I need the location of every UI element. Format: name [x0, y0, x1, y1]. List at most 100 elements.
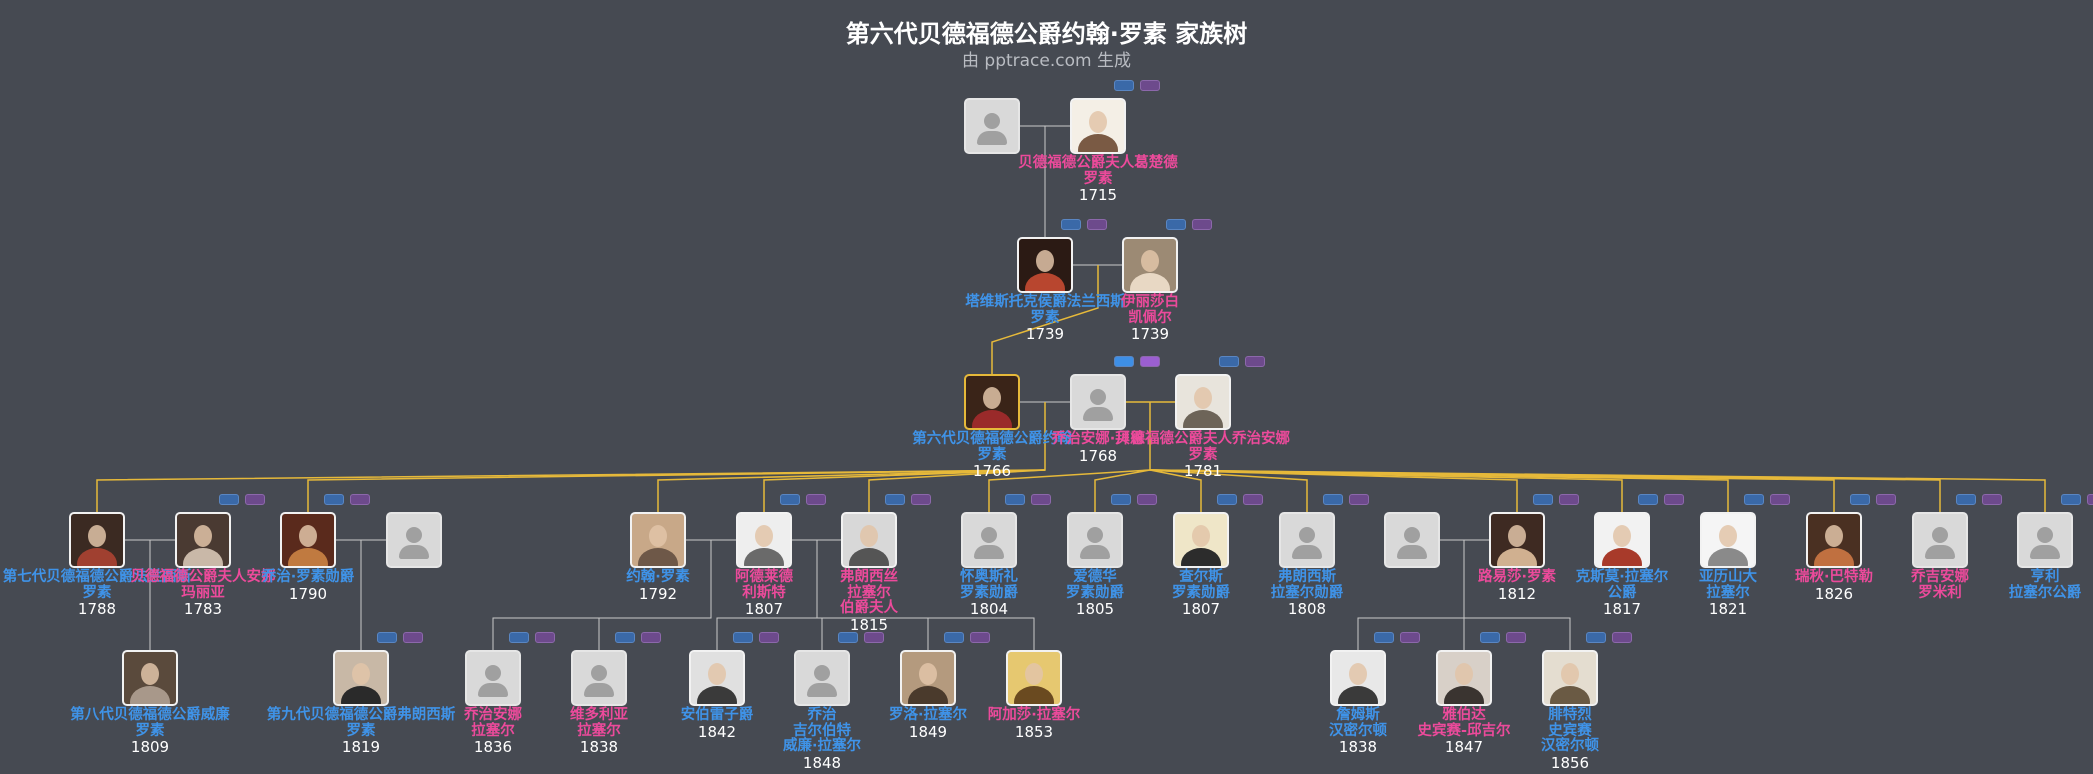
- blue-badge[interactable]: [1111, 494, 1131, 505]
- purple-badge[interactable]: [1140, 356, 1160, 367]
- purple-badge[interactable]: [1137, 494, 1157, 505]
- person-placeholder-icon[interactable]: [794, 650, 850, 706]
- portrait-photo[interactable]: [964, 374, 1020, 430]
- portrait-photo[interactable]: [1330, 650, 1386, 706]
- purple-badge[interactable]: [1087, 219, 1107, 230]
- person-name[interactable]: 乔吉安娜 罗米利: [1911, 569, 1969, 601]
- blue-badge[interactable]: [219, 494, 239, 505]
- person-placeholder-icon[interactable]: [1070, 374, 1126, 430]
- portrait-photo[interactable]: [1175, 374, 1231, 430]
- portrait-photo[interactable]: [900, 650, 956, 706]
- blue-badge[interactable]: [944, 632, 964, 643]
- person-name[interactable]: 罗洛·拉塞尔: [888, 707, 967, 723]
- purple-badge[interactable]: [535, 632, 555, 643]
- person-name[interactable]: 弗朗西斯 拉塞尔勋爵: [1270, 569, 1344, 601]
- person-placeholder-icon[interactable]: [465, 650, 521, 706]
- blue-badge[interactable]: [780, 494, 800, 505]
- person-name[interactable]: 阿加莎·拉塞尔: [987, 707, 1081, 723]
- portrait-photo[interactable]: [1806, 512, 1862, 568]
- person-placeholder-icon[interactable]: [961, 512, 1017, 568]
- person-name[interactable]: 约翰·罗素: [626, 569, 690, 585]
- blue-badge[interactable]: [2061, 494, 2081, 505]
- person-placeholder-icon[interactable]: [1067, 512, 1123, 568]
- purple-badge[interactable]: [2087, 494, 2093, 505]
- portrait-photo[interactable]: [841, 512, 897, 568]
- person-name[interactable]: 第八代贝德福德公爵威廉 罗素: [70, 707, 230, 739]
- person-name[interactable]: 阿德莱德 利斯特: [735, 569, 793, 601]
- person-name[interactable]: 亚历山大 拉塞尔: [1699, 569, 1757, 601]
- person-placeholder-icon[interactable]: [964, 98, 1020, 154]
- blue-badge[interactable]: [1061, 219, 1081, 230]
- purple-badge[interactable]: [403, 632, 423, 643]
- blue-badge[interactable]: [377, 632, 397, 643]
- person-name[interactable]: 查尔斯 罗素勋爵: [1172, 569, 1230, 601]
- person-name[interactable]: 贝德福德公爵夫人葛楚德 罗素: [1018, 155, 1178, 187]
- portrait-photo[interactable]: [1436, 650, 1492, 706]
- purple-badge[interactable]: [1400, 632, 1420, 643]
- portrait-photo[interactable]: [69, 512, 125, 568]
- person-name[interactable]: 瑞秋·巴特勒: [1794, 569, 1873, 585]
- purple-badge[interactable]: [1192, 219, 1212, 230]
- person-name[interactable]: 路易莎·罗素: [1477, 569, 1556, 585]
- blue-badge[interactable]: [1850, 494, 1870, 505]
- purple-badge[interactable]: [245, 494, 265, 505]
- portrait-photo[interactable]: [736, 512, 792, 568]
- purple-badge[interactable]: [911, 494, 931, 505]
- person-name[interactable]: 安伯雷子爵: [680, 707, 754, 723]
- person-name[interactable]: 乔治安娜·拜恩: [1051, 431, 1145, 447]
- purple-badge[interactable]: [1770, 494, 1790, 505]
- portrait-photo[interactable]: [122, 650, 178, 706]
- blue-badge[interactable]: [1480, 632, 1500, 643]
- person-name[interactable]: 第九代贝德福德公爵弗朗西斯 罗素: [266, 707, 456, 739]
- portrait-photo[interactable]: [1700, 512, 1756, 568]
- purple-badge[interactable]: [759, 632, 779, 643]
- portrait-photo[interactable]: [1594, 512, 1650, 568]
- portrait-photo[interactable]: [175, 512, 231, 568]
- portrait-photo[interactable]: [280, 512, 336, 568]
- blue-badge[interactable]: [1323, 494, 1343, 505]
- blue-badge[interactable]: [509, 632, 529, 643]
- person-name[interactable]: 贝德福德公爵夫人乔治安娜 罗素: [1116, 431, 1290, 463]
- person-placeholder-icon[interactable]: [386, 512, 442, 568]
- portrait-photo[interactable]: [689, 650, 745, 706]
- portrait-photo[interactable]: [1070, 98, 1126, 154]
- person-name[interactable]: 塔维斯托克侯爵法兰西斯 罗素: [965, 294, 1125, 326]
- portrait-photo[interactable]: [333, 650, 389, 706]
- person-placeholder-icon[interactable]: [1912, 512, 1968, 568]
- purple-badge[interactable]: [1876, 494, 1896, 505]
- person-name[interactable]: 维多利亚 拉塞尔: [570, 707, 628, 739]
- person-name[interactable]: 乔治安娜 拉塞尔: [464, 707, 522, 739]
- portrait-photo[interactable]: [1122, 237, 1178, 293]
- portrait-photo[interactable]: [1489, 512, 1545, 568]
- blue-badge[interactable]: [885, 494, 905, 505]
- purple-badge[interactable]: [1140, 80, 1160, 91]
- purple-badge[interactable]: [864, 632, 884, 643]
- purple-badge[interactable]: [1982, 494, 2002, 505]
- blue-badge[interactable]: [1114, 80, 1134, 91]
- blue-badge[interactable]: [615, 632, 635, 643]
- person-name[interactable]: 乔治 吉尔伯特 威廉·拉塞尔: [782, 707, 861, 754]
- purple-badge[interactable]: [350, 494, 370, 505]
- purple-badge[interactable]: [1664, 494, 1684, 505]
- blue-badge[interactable]: [1533, 494, 1553, 505]
- blue-badge[interactable]: [1638, 494, 1658, 505]
- blue-badge[interactable]: [1744, 494, 1764, 505]
- person-name[interactable]: 第七代贝德福德公爵法兰西斯 罗素: [2, 569, 192, 601]
- blue-badge[interactable]: [1114, 356, 1134, 367]
- portrait-photo[interactable]: [630, 512, 686, 568]
- portrait-photo[interactable]: [1017, 237, 1073, 293]
- person-name[interactable]: 詹姆斯 汉密尔顿: [1329, 707, 1387, 739]
- blue-badge[interactable]: [1586, 632, 1606, 643]
- person-name[interactable]: 克斯莫·拉塞尔 公爵: [1575, 569, 1669, 601]
- purple-badge[interactable]: [1245, 356, 1265, 367]
- purple-badge[interactable]: [1506, 632, 1526, 643]
- purple-badge[interactable]: [1243, 494, 1263, 505]
- person-name[interactable]: 雅伯达 史宾赛-邱吉尔: [1417, 707, 1511, 739]
- blue-badge[interactable]: [1217, 494, 1237, 505]
- person-name[interactable]: 弗朗西丝 拉塞尔 伯爵夫人: [840, 569, 898, 616]
- blue-badge[interactable]: [1956, 494, 1976, 505]
- purple-badge[interactable]: [641, 632, 661, 643]
- person-placeholder-icon[interactable]: [1384, 512, 1440, 568]
- purple-badge[interactable]: [806, 494, 826, 505]
- blue-badge[interactable]: [1166, 219, 1186, 230]
